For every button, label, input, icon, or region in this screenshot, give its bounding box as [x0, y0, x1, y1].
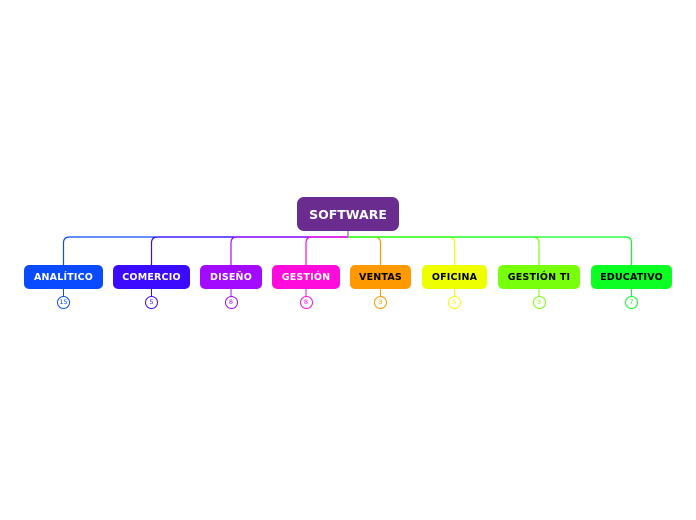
badge-count: 15 — [59, 298, 68, 307]
root-node-label: SOFTWARE — [309, 206, 387, 222]
branch-connector-line — [230, 236, 348, 265]
branch-label: EDUCATIVO — [600, 271, 663, 283]
branch-label: GESTIÓN — [281, 271, 331, 283]
branch-node-analitico[interactable]: ANALÍTICO — [24, 265, 103, 289]
branch-node-oficina[interactable]: OFICINA — [422, 265, 487, 289]
branch-connector-line — [348, 236, 382, 265]
branch-connector-line — [348, 236, 456, 265]
root-node[interactable]: SOFTWARE — [297, 197, 399, 231]
badge-count: 7 — [629, 298, 634, 307]
badge-count: 8 — [228, 298, 234, 307]
branch-node-comercio[interactable]: COMERCIO — [113, 265, 190, 289]
badge-count: 8 — [303, 298, 309, 307]
branch-label: COMERCIO — [122, 271, 181, 283]
collapsed-count-badge[interactable]: 5 — [448, 296, 461, 309]
branch-node-diseno[interactable]: DISEÑO — [200, 265, 262, 289]
branch-node-educativo[interactable]: EDUCATIVO — [591, 265, 672, 289]
collapsed-count-badge[interactable]: 3 — [374, 296, 387, 309]
branch-node-ventas[interactable]: VENTAS — [350, 265, 411, 289]
branch-label: OFICINA — [431, 271, 478, 283]
badge-count: 3 — [378, 298, 383, 307]
branch-label: ANALÍTICO — [33, 271, 94, 283]
branch-node-gestion-ti[interactable]: GESTIÓN TI — [498, 265, 580, 289]
branch-node-gestion[interactable]: GESTIÓN — [272, 265, 340, 289]
badge-count: 3 — [536, 298, 542, 307]
branch-connector-line — [348, 236, 633, 265]
badge-count: 5 — [149, 298, 154, 307]
branch-connector-line — [62, 236, 348, 265]
branch-connector-line — [150, 236, 348, 265]
branch-label: VENTAS — [359, 271, 402, 283]
branch-label: DISEÑO — [210, 271, 252, 283]
branch-label: GESTIÓN TI — [507, 271, 571, 283]
collapsed-count-badge[interactable]: 8 — [224, 296, 238, 309]
branch-connector-line — [305, 236, 348, 265]
collapsed-count-badge[interactable]: 3 — [532, 296, 546, 309]
collapsed-count-badge[interactable]: 5 — [145, 296, 158, 309]
branch-connector-line — [348, 236, 540, 265]
collapsed-count-badge[interactable]: 8 — [299, 296, 313, 309]
badge-count: 5 — [452, 298, 457, 307]
collapsed-count-badge[interactable]: 15 — [57, 296, 70, 309]
collapsed-count-badge[interactable]: 7 — [625, 296, 638, 309]
